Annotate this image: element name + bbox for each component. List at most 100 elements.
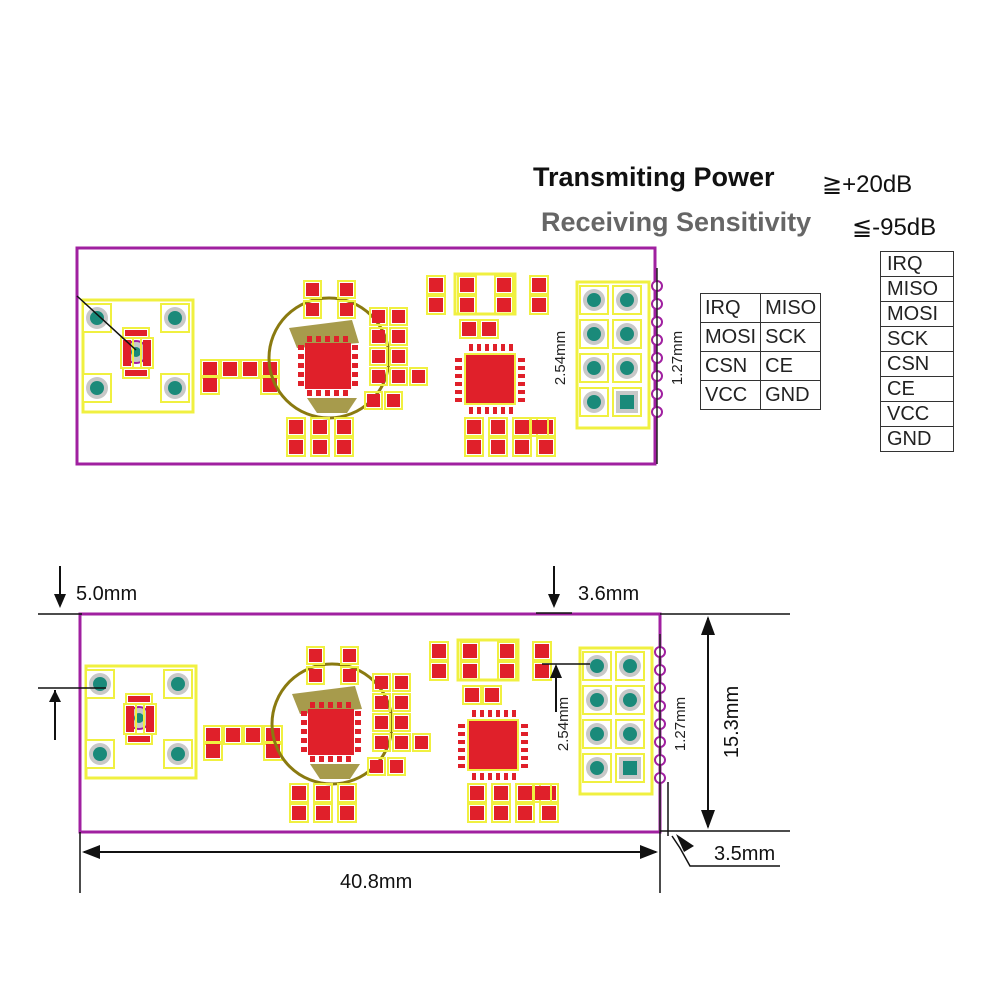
chip-pin (455, 358, 462, 362)
chip-pin (328, 702, 333, 708)
pin-list-item: VCC (880, 401, 954, 427)
chip-pin (307, 336, 312, 342)
rx-sensitivity-value: ≦-95dB (852, 214, 936, 241)
smd-pad (491, 440, 505, 454)
smd-pad (463, 664, 477, 678)
dim-left-offset: 5.0mm (76, 583, 137, 605)
antenna-copper (292, 686, 362, 714)
smd-pad (375, 716, 388, 729)
smd-pad (340, 806, 354, 820)
pad-silk (334, 417, 354, 437)
pad-silk (286, 437, 306, 457)
pad-silk (143, 703, 157, 735)
smd-pad (412, 370, 425, 383)
pad-silk (369, 347, 388, 366)
chip-pin (518, 390, 525, 394)
pad-silk (123, 703, 137, 735)
smd-pad (246, 728, 260, 742)
smd-pad (470, 786, 484, 800)
smd-pad (340, 283, 353, 296)
smd-pad (470, 806, 484, 820)
smd-pad (535, 664, 549, 678)
chip-pin (298, 363, 304, 368)
smd-pad (340, 303, 353, 316)
pad-silk (532, 661, 552, 681)
pad-silk (515, 803, 535, 823)
rx-sensitivity-label: Receiving Sensitivity (541, 207, 811, 237)
smd-pad (340, 786, 354, 800)
pin-miso: MISO (760, 293, 822, 323)
connector-silk (84, 664, 198, 780)
smd-pad (497, 298, 511, 312)
smd-pad (206, 728, 220, 742)
chip-pin (352, 354, 358, 359)
smd-pad (316, 786, 330, 800)
smd-pad (415, 736, 428, 749)
smd-pad (395, 736, 408, 749)
chip-pin (455, 398, 462, 402)
chip-pin (334, 390, 339, 396)
square-hole (623, 761, 637, 775)
smd-pad (206, 744, 220, 758)
chip-pin (319, 702, 324, 708)
pad-silk (303, 280, 322, 299)
chip-pin (355, 747, 361, 752)
pin-sck: SCK (760, 322, 822, 352)
pad-silk (125, 733, 153, 745)
pad-silk (140, 337, 154, 369)
pad-silk (392, 693, 411, 712)
through-hole (93, 747, 107, 761)
through-hole (590, 659, 604, 673)
pad-silk (387, 757, 406, 776)
pad-silk (372, 673, 391, 692)
pad-silk (482, 685, 502, 705)
chip-pin (307, 390, 312, 396)
chip-pin (493, 407, 497, 414)
smd-pad (462, 322, 476, 336)
square-hole (620, 395, 634, 409)
smd-pad (203, 378, 217, 392)
pad-silk (203, 741, 223, 761)
dim-right-offset: 3.6mm (578, 583, 639, 605)
pad-silk (459, 319, 479, 339)
chip-pin (496, 710, 500, 717)
through-hole (620, 293, 634, 307)
pin-irq: IRQ (699, 293, 762, 323)
chip-pin (521, 724, 528, 728)
smd-pad (309, 649, 322, 662)
chip-pin (301, 720, 307, 725)
pad-silk (529, 417, 549, 437)
pad-silk (334, 437, 354, 457)
pad-silk (369, 367, 388, 386)
pin-mosi: MOSI (699, 322, 762, 352)
chip-pin (521, 748, 528, 752)
pad-silk (122, 367, 150, 379)
board-outline (75, 246, 657, 466)
pad-silk (369, 307, 388, 326)
board-outline (78, 612, 662, 834)
chip-pin (469, 344, 473, 351)
smd-pad (343, 649, 356, 662)
chip-pin (301, 738, 307, 743)
chip-pin (352, 363, 358, 368)
smd-pad (432, 664, 446, 678)
smd-pad (125, 370, 147, 376)
chip-pin (301, 747, 307, 752)
smd-pad (387, 394, 400, 407)
pad-silk (457, 295, 477, 315)
chip-pin (301, 711, 307, 716)
smd-pad (482, 322, 496, 336)
crystal-silk (453, 272, 517, 316)
smd-pad (306, 283, 319, 296)
chip-pin (301, 729, 307, 734)
chip-pin (455, 366, 462, 370)
pin-csn: CSN (699, 351, 762, 381)
chip-pin (504, 773, 508, 780)
pad-silk (539, 803, 559, 823)
smd-pad (337, 420, 351, 434)
pad-silk (457, 275, 477, 295)
pin-list-item: MISO (880, 276, 954, 302)
smd-pad (429, 278, 443, 292)
smd-pad (343, 669, 356, 682)
